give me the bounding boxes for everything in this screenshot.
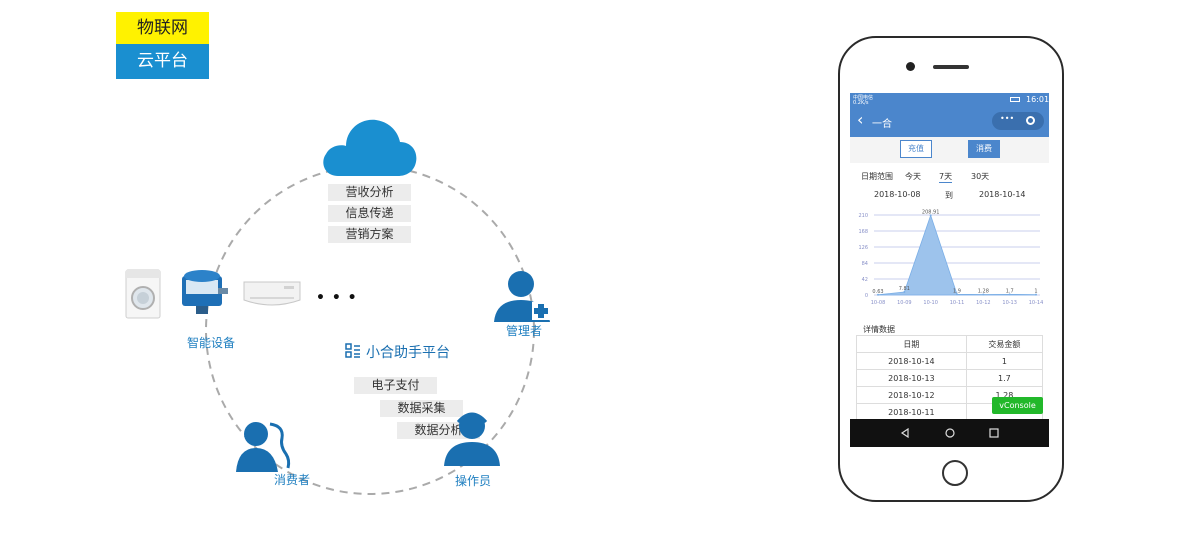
cloud-item-revenue: 营收分析 [328,184,411,201]
range-7-days[interactable]: 7天 [939,172,953,183]
y-tick-label: 126 [858,245,868,251]
platform-item-payment: 电子支付 [354,377,437,394]
table-row: 2018-10-13 1.7 [856,369,1044,387]
x-tick-label: 10-12 [976,300,991,306]
chart-area: 0 42 84 126 168 210 0.63 7.81 208.91 1.9 1.28 1.7 1 1… [858,209,1044,306]
back-icon[interactable]: ‹ [857,110,864,129]
home-circle-icon[interactable] [945,428,955,438]
capsule-menu[interactable]: ••• [992,112,1044,130]
date-to-label: 到 [945,191,953,200]
operator-icon [444,412,500,466]
water-meter-icon [182,270,228,314]
table-cell-date: 2018-10-14 [856,352,967,370]
data-point [1008,293,1011,296]
devices-label: 智能设备 [187,336,236,350]
consume-button[interactable]: 消费 [968,140,1000,158]
badge-cloud-platform: 云平台 [116,44,209,79]
platform-icon [345,343,360,358]
more-devices-ellipsis: • • • [316,290,358,306]
data-label: 7.81 [899,286,910,292]
table-cell-date: 2018-10-13 [856,369,967,387]
date-from[interactable]: 2018-10-08 [874,190,921,199]
nav-bar: ‹ 一合 ••• [850,107,1049,137]
table-cell-date: 2018-10-11 [856,403,967,421]
cloud-icon [323,119,417,176]
data-point [982,293,985,296]
x-tick-label: 10-08 [871,300,886,306]
manager-label: 管理者 [506,324,543,338]
x-tick-label: 10-11 [950,300,965,306]
status-time: 16:01 [1026,95,1049,104]
data-point [956,293,958,296]
badge-iot: 物联网 [116,12,209,44]
phone-speaker [933,65,969,69]
x-tick-label: 10-13 [1002,300,1017,306]
range-30-days[interactable]: 30天 [971,172,990,181]
x-tick-label: 10-10 [923,300,938,306]
operator-label: 操作员 [455,474,492,488]
y-tick-label: 210 [858,213,868,219]
data-label: 1 [1034,289,1037,295]
data-point [903,291,906,294]
data-label: 208.91 [922,209,940,215]
data-point [877,293,879,296]
consumer-label: 消费者 [274,473,311,487]
carrier-text: 中国电信 [853,95,874,101]
table-header-amount: 交易金额 [965,335,1044,353]
manager-icon [494,271,550,322]
table-header-date: 日期 [856,335,967,353]
status-bar: 中国电信 0.2K/s 16:01 [850,93,1049,107]
table-cell-date: 2018-10-12 [856,386,967,404]
battery-icon [1010,97,1020,102]
data-label: 0.63 [872,289,883,295]
x-tick-label: 10-09 [897,300,912,306]
menu-dots-icon[interactable]: ••• [1000,114,1015,123]
platform-item-collection: 数据采集 [380,400,463,417]
range-today[interactable]: 今天 [905,172,921,181]
home-button[interactable] [942,460,968,486]
platform-title: 小合助手平台 [366,345,450,361]
table-header-row: 日期 交易金额 [856,335,1044,353]
back-triangle-icon[interactable] [900,428,910,438]
data-point [1035,293,1037,296]
data-label: 1.28 [978,289,989,295]
table-cell-amount: 1.7 [965,369,1044,387]
close-mini-icon[interactable] [1026,116,1035,125]
data-label: 1.7 [1006,288,1014,294]
recents-square-icon[interactable] [989,428,999,438]
y-tick-label: 168 [858,229,868,235]
recharge-button[interactable]: 充值 [900,140,932,158]
range-label: 日期范围 [861,172,893,181]
nav-title: 一合 [872,119,892,130]
vconsole-button[interactable]: vConsole [992,397,1043,414]
phone-camera [906,62,915,71]
y-tick-label: 0 [865,293,868,299]
phone-screen: 中国电信 0.2K/s 16:01 ‹ 一合 ••• 充值 消费 日期范围 今天… [850,93,1049,447]
data-label: 1.9 [953,288,961,294]
data-point [929,214,932,217]
android-nav-bar [850,419,1049,447]
table-cell-amount: 1 [965,352,1044,370]
y-tick-label: 84 [862,261,868,267]
date-to[interactable]: 2018-10-14 [979,190,1026,199]
air-conditioner-icon [243,281,301,306]
network-speed: 0.2K/s [853,100,869,106]
area-series [877,214,1037,296]
table-row: 2018-10-14 1 [856,352,1044,370]
cloud-item-marketing: 营销方案 [328,226,411,243]
detail-title: 详情数据 [863,325,895,334]
y-tick-label: 42 [862,277,868,283]
consumer-icon [236,422,291,472]
x-tick-label: 10-14 [1029,300,1044,306]
cloud-item-messaging: 信息传递 [328,205,411,222]
washing-machine-icon [125,269,161,319]
